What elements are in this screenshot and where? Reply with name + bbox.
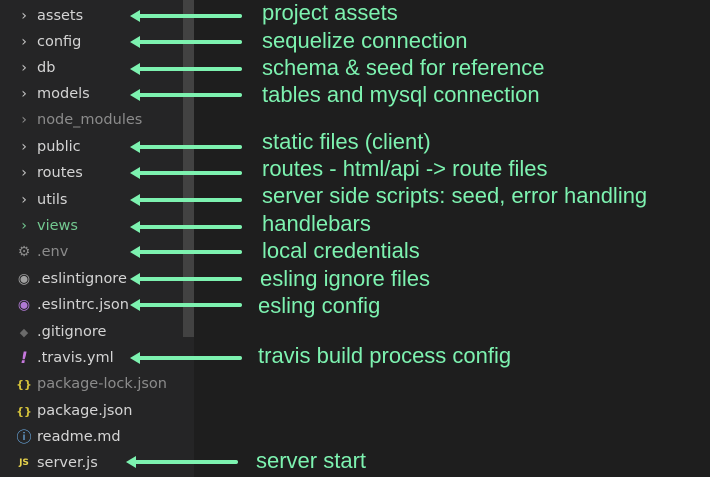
arrow-left-icon — [128, 9, 242, 23]
chevron-right-icon: › — [19, 34, 29, 50]
folder-config[interactable]: › config — [0, 29, 180, 55]
annotation-env: local credentials — [262, 238, 420, 263]
file-eslintignore[interactable]: ◉ .eslintignore — [0, 266, 180, 292]
file-label: server.js — [37, 455, 98, 471]
annotation-utils: server side scripts: seed, error handlin… — [262, 183, 648, 208]
git-icon: ◆ — [19, 325, 29, 339]
folder-label: assets — [37, 8, 84, 24]
file-readme[interactable]: ⓘ readme.md — [0, 424, 180, 450]
arrow-left-icon — [128, 35, 242, 49]
folder-label: routes — [37, 165, 83, 181]
annotation-db: schema & seed for reference — [262, 55, 545, 80]
file-label: package.json — [37, 403, 133, 419]
arrow-left-icon — [128, 166, 242, 180]
file-eslintrc[interactable]: ◉ .eslintrc.json — [0, 292, 180, 318]
arrow-left-icon — [128, 140, 242, 154]
file-label: .eslintignore — [37, 271, 127, 287]
folder-db[interactable]: › db — [0, 55, 180, 81]
arrow-left-icon — [128, 351, 242, 365]
file-label: .eslintrc.json — [37, 297, 129, 313]
info-icon: ⓘ — [16, 427, 32, 446]
file-label: .travis.yml — [37, 350, 114, 366]
folder-routes[interactable]: › routes — [0, 160, 180, 186]
folder-label: public — [37, 139, 81, 155]
arrow-left-icon — [128, 88, 242, 102]
folder-label: views — [37, 218, 78, 234]
chevron-right-icon: › — [19, 8, 29, 24]
arrow-left-icon — [128, 193, 242, 207]
scrollbar-thumb[interactable] — [183, 0, 194, 337]
file-label: .env — [37, 244, 69, 260]
annotation-server: server start — [256, 448, 367, 473]
file-travis[interactable]: ! .travis.yml — [0, 345, 180, 371]
file-label: readme.md — [37, 429, 121, 445]
js-icon: JS — [19, 457, 29, 468]
file-server-js[interactable]: JS server.js — [0, 450, 180, 476]
eslint-icon: ◉ — [17, 271, 31, 287]
travis-icon: ! — [20, 348, 28, 367]
chevron-right-icon: › — [19, 60, 29, 76]
folder-node-modules[interactable]: › node_modules — [0, 107, 180, 133]
annotation-public: static files (client) — [262, 129, 431, 154]
eslint-config-icon: ◉ — [17, 297, 31, 313]
chevron-right-icon: › — [19, 112, 29, 128]
annotation-views: handlebars — [262, 211, 371, 236]
folder-label: models — [37, 86, 90, 102]
folder-label: config — [37, 34, 82, 50]
file-env[interactable]: ⚙ .env — [0, 239, 180, 265]
folder-assets[interactable]: › assets — [0, 3, 180, 29]
arrow-left-icon — [128, 62, 242, 76]
arrow-left-icon — [128, 220, 242, 234]
chevron-right-icon: › — [19, 218, 29, 234]
gear-icon: ⚙ — [17, 244, 31, 260]
folder-label: db — [37, 60, 56, 76]
chevron-right-icon: › — [19, 139, 29, 155]
file-label: package-lock.json — [37, 376, 167, 392]
json-icon: {} — [16, 404, 32, 418]
file-explorer: › assets › config › db › models › node_m… — [0, 0, 180, 477]
annotation-eslintrc: esling config — [258, 293, 381, 318]
file-gitignore[interactable]: ◆ .gitignore — [0, 319, 180, 345]
json-icon: {} — [16, 377, 32, 391]
arrow-left-icon — [128, 245, 242, 259]
folder-models[interactable]: › models — [0, 81, 180, 107]
arrow-left-icon — [124, 455, 238, 469]
annotation-eslintignore: esling ignore files — [260, 266, 430, 291]
file-package-json[interactable]: {} package.json — [0, 398, 180, 424]
chevron-right-icon: › — [19, 86, 29, 102]
annotation-assets: project assets — [262, 0, 398, 25]
chevron-right-icon: › — [19, 192, 29, 208]
chevron-right-icon: › — [19, 165, 29, 181]
arrow-left-icon — [128, 298, 242, 312]
arrow-left-icon — [128, 272, 242, 286]
annotation-models: tables and mysql connection — [262, 82, 540, 107]
folder-label: utils — [37, 192, 68, 208]
folder-views[interactable]: › views — [0, 213, 180, 239]
annotation-travis: travis build process config — [258, 343, 512, 368]
folder-utils[interactable]: › utils — [0, 187, 180, 213]
file-package-lock[interactable]: {} package-lock.json — [0, 371, 180, 397]
annotation-config: sequelize connection — [262, 28, 468, 53]
folder-label: node_modules — [37, 112, 143, 128]
annotation-routes: routes - html/api -> route files — [262, 156, 548, 181]
file-label: .gitignore — [37, 324, 107, 340]
folder-public[interactable]: › public — [0, 134, 180, 160]
